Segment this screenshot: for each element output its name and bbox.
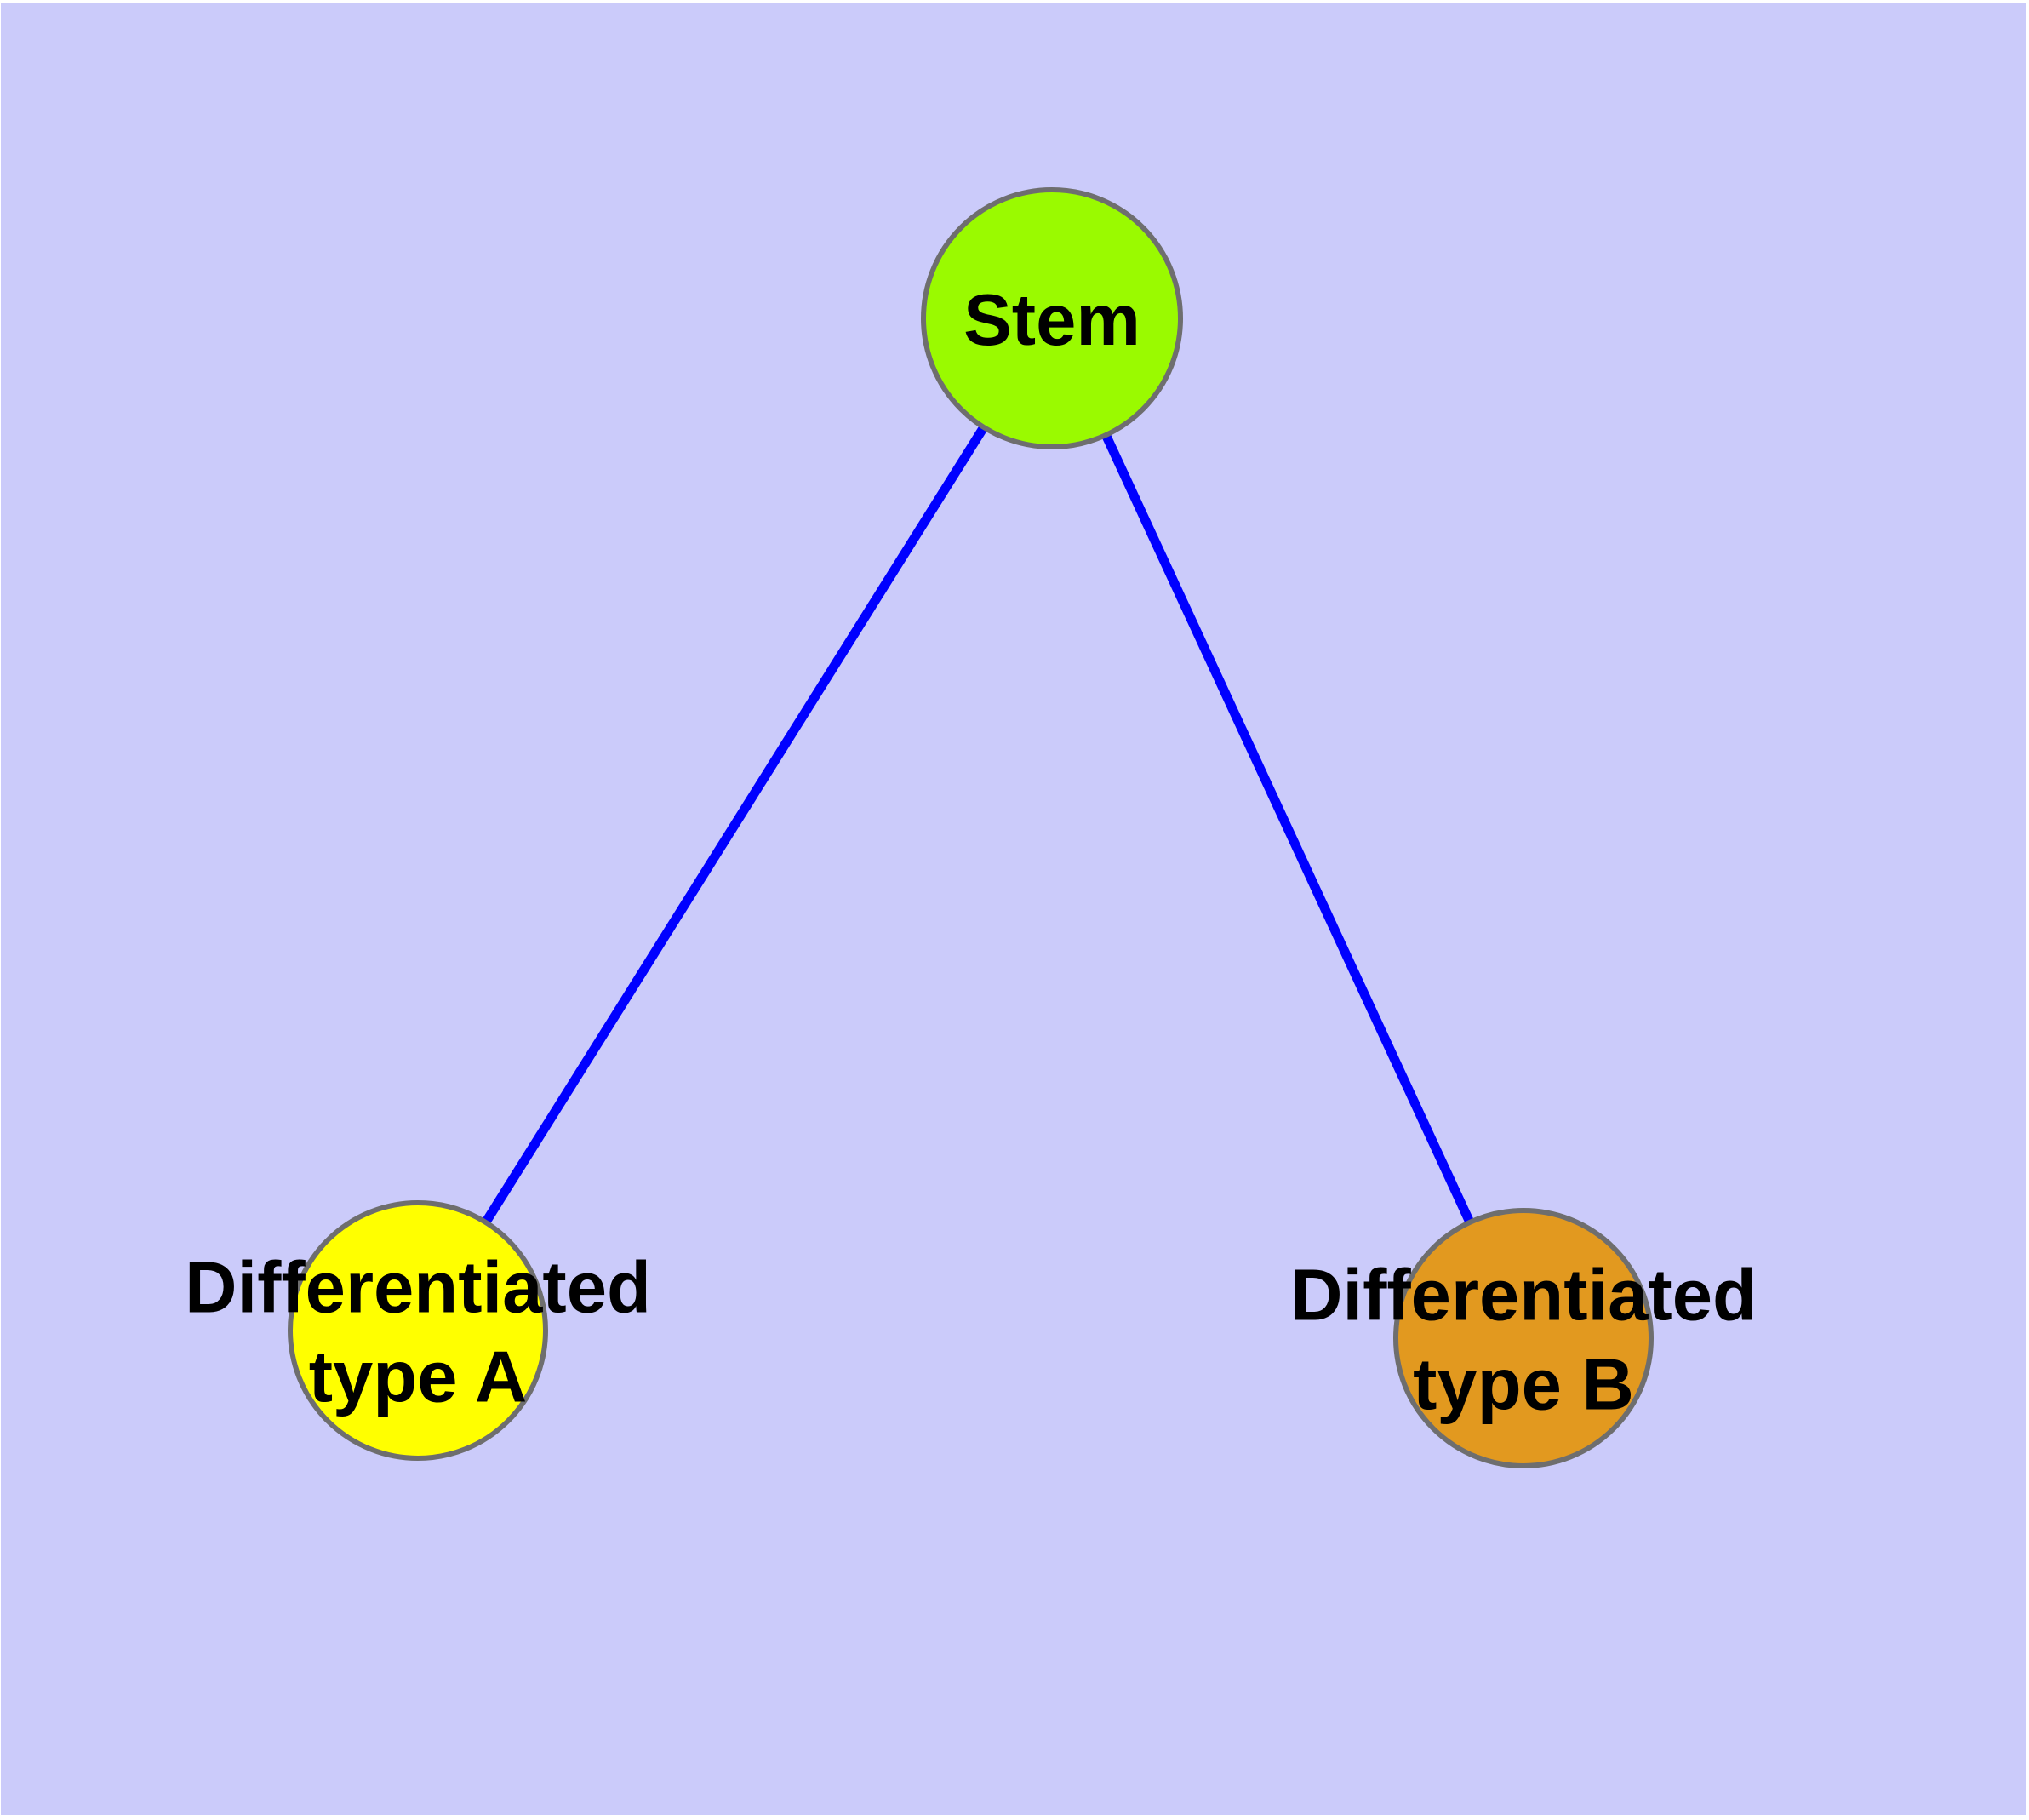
node-label-line: type B [1413,1345,1634,1426]
node-label-line: Stem [963,280,1140,361]
node-label-differentiated-type-b: Differentiated type B [1290,1256,1757,1426]
node-stem [921,187,1183,449]
node-label-stem: Stem [963,280,1140,361]
node-differentiated-type-b [1393,1208,1654,1468]
nodes-layer [288,187,1654,1468]
edge-stem-to-differentiated-type-b [1048,316,1528,1341]
node-label-line: Differentiated [1290,1256,1757,1336]
node-differentiated-type-a [288,1200,548,1461]
edge-stem-to-differentiated-type-a [414,316,1056,1333]
edges-layer [414,316,1528,1341]
node-label-line: Differentiated [185,1248,651,1329]
node-label-line: type A [309,1337,528,1418]
